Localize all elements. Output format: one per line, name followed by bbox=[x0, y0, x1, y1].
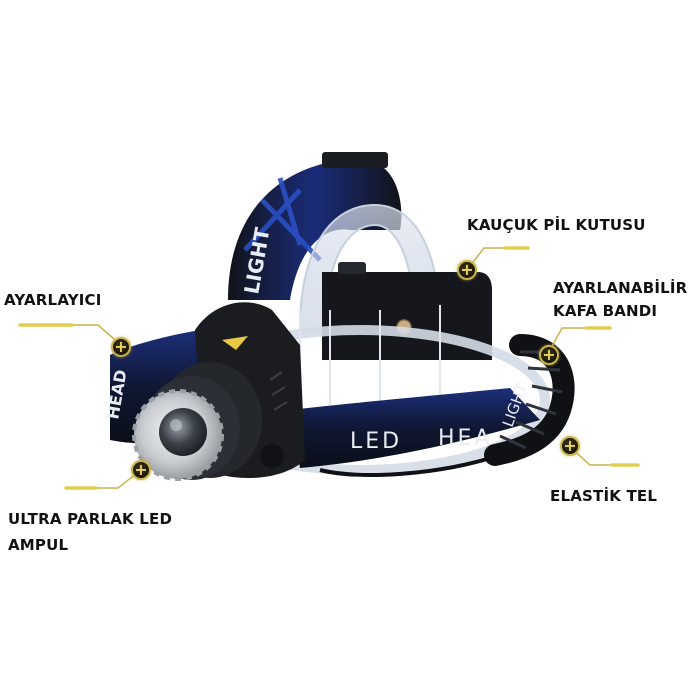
adjustable-headband-label-line1: AYARLANABİLİR bbox=[553, 279, 688, 297]
adjustable-headband-label-line2: KAFA BANDI bbox=[553, 302, 658, 320]
led-bulb-label-line1: ULTRA PARLAK LED bbox=[8, 510, 173, 528]
adjustable-headband-label: AYARLANABİLİR KAFA BANDI bbox=[553, 277, 687, 323]
svg-text:HEA: HEA bbox=[438, 426, 493, 451]
battery-box-label: KAUÇUK PİL KUTUSU bbox=[467, 216, 646, 234]
headband-marker[interactable]: + bbox=[539, 345, 559, 365]
adjuster-label: AYARLAYICI bbox=[4, 291, 102, 309]
elastic-cord-label: ELASTİK TEL bbox=[550, 487, 658, 505]
elastic-cord-marker[interactable]: + bbox=[560, 436, 580, 456]
adjuster-marker[interactable]: + bbox=[111, 337, 131, 357]
battery-box-marker[interactable]: + bbox=[457, 260, 477, 280]
svg-text:LED: LED bbox=[350, 429, 402, 454]
led-bulb-label-line2: AMPUL bbox=[8, 536, 69, 554]
led-bulb-marker[interactable]: + bbox=[131, 460, 151, 480]
top-strap bbox=[228, 162, 402, 300]
led-bulb-label: ULTRA PARLAK LED AMPUL bbox=[8, 506, 172, 558]
